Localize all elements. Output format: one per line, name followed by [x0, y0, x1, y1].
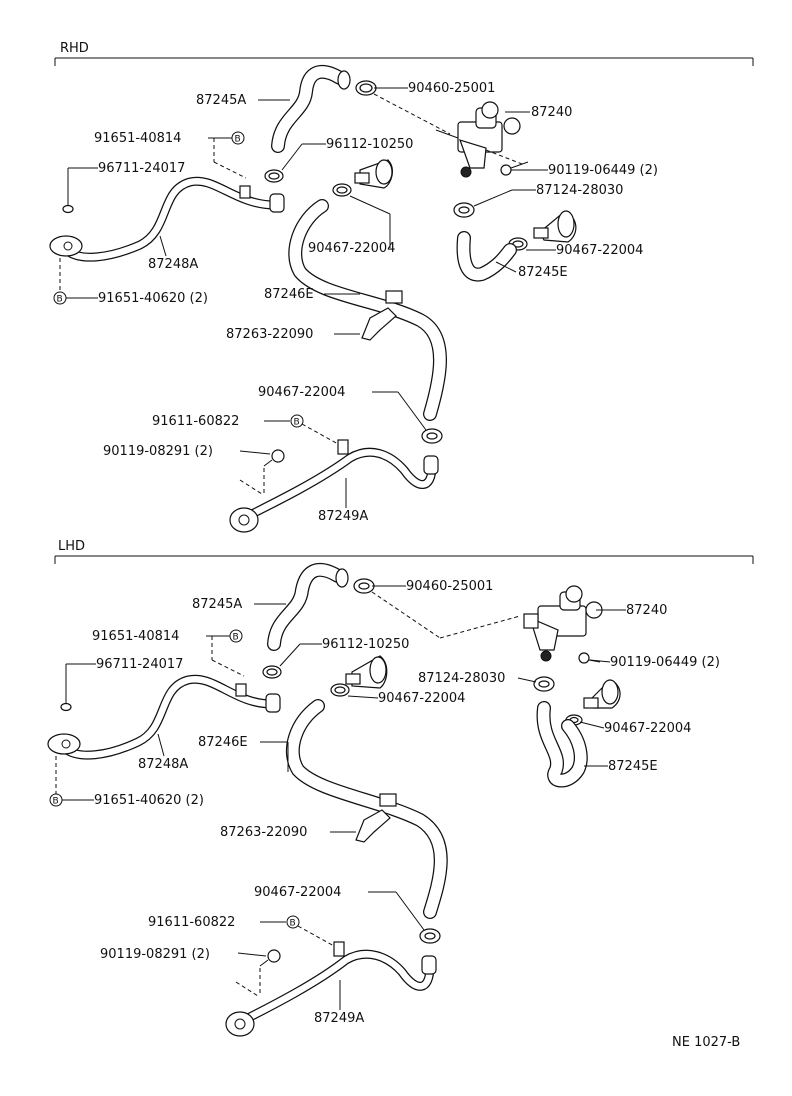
clamp-90460-rhd [355, 80, 377, 96]
label-90119-08291-rhd: 90119-08291 (2) [103, 444, 213, 459]
bolt-90119-06449-rhd [500, 161, 529, 176]
label-90467-lower-rhd: 90467-22004 [258, 385, 345, 400]
label-90119-06449-lhd: 90119-06449 (2) [610, 655, 720, 670]
bolt-90119-08291-lhd [259, 949, 281, 967]
fitting-upper-rhd [354, 159, 393, 189]
clamp-mid-lhd [330, 683, 350, 697]
valve-87240-rhd [435, 101, 521, 178]
label-87248a-lhd: 87248A [138, 757, 188, 772]
label-90467-mid-rhd: 90467-22004 [308, 241, 395, 256]
valve-87240-lhd [523, 585, 603, 662]
label-96711-lhd: 96711-24017 [96, 657, 183, 672]
bolt-90119-06449-lhd [578, 652, 601, 664]
hose-87245a-lhd [267, 562, 349, 651]
label-87124-lhd: 87124-28030 [418, 671, 505, 686]
label-87246e-rhd: 87246E [264, 287, 314, 302]
hose-87245e-lhd [536, 701, 588, 788]
bolt-90119-08291-rhd [263, 449, 285, 467]
bracket-87263-lhd [355, 809, 391, 843]
hose-87245e-rhd [456, 231, 517, 282]
pipe-87249a-rhd [229, 439, 439, 533]
label-90467-right-rhd: 90467-22004 [556, 243, 643, 258]
clip-87124-rhd [453, 202, 475, 218]
marker-b-lhd-3 [286, 915, 300, 929]
label-90460-rhd: 90460-25001 [408, 81, 495, 96]
label-90467-mid-lhd: 90467-22004 [378, 691, 465, 706]
marker-b-rhd-1: B [231, 131, 245, 145]
label-91611-rhd: 91611-60822 [152, 414, 239, 429]
label-87245a-rhd: 87245A [196, 93, 246, 108]
label-96112-lhd: 96112-10250 [322, 637, 409, 652]
clamp-mid-rhd [332, 183, 352, 197]
oring-rhd [62, 204, 74, 214]
section-title-lhd: LHD [58, 539, 85, 554]
footer-code: NE 1027-B [672, 1035, 740, 1050]
svg-text:B: B [53, 797, 59, 807]
fitting-right-lhd [583, 679, 621, 709]
label-90119-06449-rhd: 90119-06449 (2) [548, 163, 658, 178]
hose-87246e-lhd [285, 699, 448, 919]
label-90119-08291-lhd: 90119-08291 (2) [100, 947, 210, 962]
hose-87246e-rhd [288, 199, 447, 421]
label-87263-lhd: 87263-22090 [220, 825, 307, 840]
label-87245a-lhd: 87245A [192, 597, 242, 612]
hose-87245a-rhd [271, 64, 351, 153]
label-87245e-lhd: 87245E [608, 759, 658, 774]
label-90460-lhd: 90460-25001 [406, 579, 493, 594]
fitting-right-rhd [533, 210, 577, 243]
label-87240-lhd: 87240 [626, 603, 667, 618]
pipe-87248a-rhd [49, 176, 285, 262]
label-91651-40620-lhd: 91651-40620 (2) [94, 793, 204, 808]
label-91651-40814-rhd: 91651-40814 [94, 131, 181, 146]
clamp-lower-rhd [421, 428, 443, 444]
label-87249a-lhd: 87249A [314, 1011, 364, 1026]
oring-lhd [60, 702, 72, 712]
label-87245e-rhd: 87245E [518, 265, 568, 280]
label-87124-rhd: 87124-28030 [536, 183, 623, 198]
label-91651-40620-rhd: 91651-40620 (2) [98, 291, 208, 306]
label-96711-rhd: 96711-24017 [98, 161, 185, 176]
label-87240-rhd: 87240 [531, 105, 572, 120]
clamp-96112-lhd [262, 665, 282, 679]
pipe-87249a-lhd [225, 941, 437, 1037]
label-90467-lower-lhd: 90467-22004 [254, 885, 341, 900]
fitting-upper-lhd [345, 655, 388, 689]
bracket-87263-rhd [361, 307, 397, 341]
clamp-96112-rhd [264, 169, 284, 183]
label-91651-40814-lhd: 91651-40814 [92, 629, 179, 644]
svg-text:B: B [57, 295, 63, 305]
marker-b-rhd-3 [290, 414, 304, 428]
clamp-90460-lhd [353, 578, 375, 594]
label-90467-right-lhd: 90467-22004 [604, 721, 691, 736]
label-87248a-rhd: 87248A [148, 257, 198, 272]
svg-text:B: B [235, 135, 241, 145]
label-87249a-rhd: 87249A [318, 509, 368, 524]
label-87263-rhd: 87263-22090 [226, 327, 313, 342]
svg-text:B: B [290, 919, 296, 929]
pipe-87248a-lhd [47, 674, 281, 760]
svg-text:B: B [233, 633, 239, 643]
label-87246e-lhd: 87246E [198, 735, 248, 750]
clip-87124-lhd [533, 676, 555, 692]
label-96112-rhd: 96112-10250 [326, 137, 413, 152]
label-91611-lhd: 91611-60822 [148, 915, 235, 930]
section-title-rhd: RHD [60, 41, 89, 56]
svg-text:B: B [294, 418, 300, 428]
clamp-lower-lhd [419, 928, 441, 944]
